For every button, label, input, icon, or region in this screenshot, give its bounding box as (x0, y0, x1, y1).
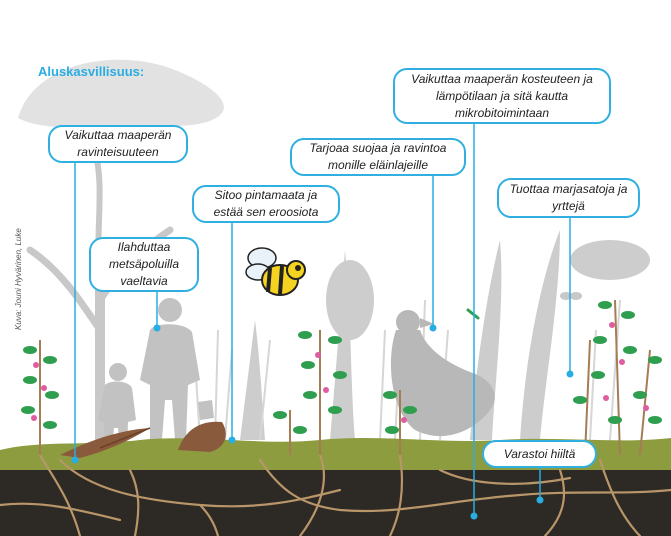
callout-kosteus: Vaikuttaa maaperän kosteuteen ja lämpöti… (393, 68, 611, 124)
bee-illustration (245, 247, 306, 296)
soil-layer (0, 470, 671, 536)
connector-lines (74, 123, 571, 516)
caterpillar (466, 308, 480, 320)
insect-silhouette (560, 292, 582, 300)
section-title: Aluskasvillisuus: (38, 64, 145, 79)
callout-suoja: Tarjoaa suojaa ja ravintoa monille eläin… (290, 138, 466, 176)
callout-hiili: Varastoi hiiltä (482, 440, 597, 468)
tree-canopy (18, 59, 224, 128)
callout-pintamaa: Sitoo pintamaata ja estää sen eroosiota (192, 185, 340, 223)
connector-dots (71, 324, 574, 520)
callout-ilahduttaa: Ilahduttaa metsäpoluilla vaeltavia (89, 237, 199, 292)
photo-credit: Kuva: Jouni Hyvärinen, Luke (14, 228, 23, 330)
blueberry-plants (21, 299, 662, 456)
callout-ravinteisuus: Vaikuttaa maaperän ravinteisuuteen (48, 125, 188, 163)
callout-marjat: Tuottaa marjasatoja ja yrttejä (497, 178, 640, 218)
leaf-litter (60, 421, 226, 458)
roots (0, 453, 671, 536)
